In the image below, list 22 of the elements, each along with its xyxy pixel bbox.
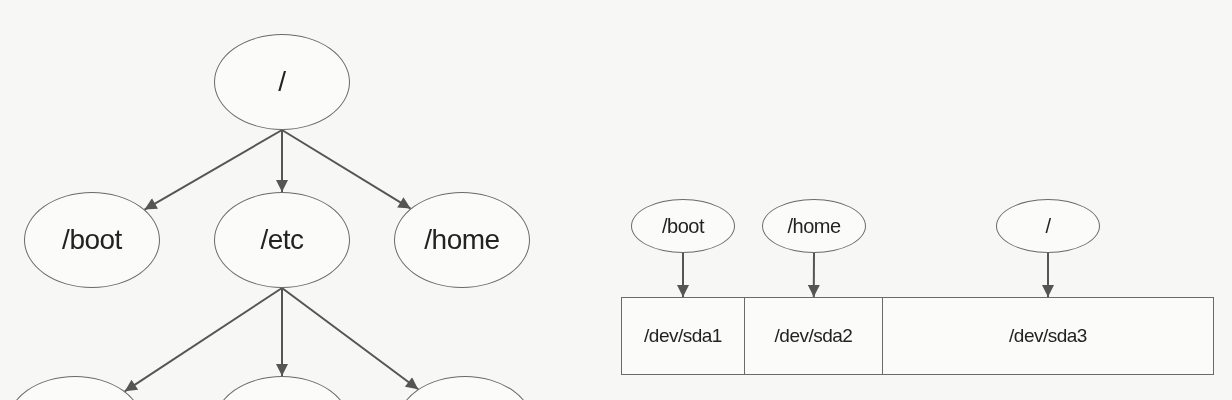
path-label: /home bbox=[424, 224, 500, 256]
path-label: / bbox=[1045, 214, 1051, 238]
path-label: /etc bbox=[260, 224, 304, 256]
partition-cell bbox=[882, 297, 1214, 375]
path-label: /boot bbox=[662, 214, 704, 238]
path-label: /dev/sda2 bbox=[774, 325, 853, 347]
arrow bbox=[281, 287, 420, 391]
arrow bbox=[123, 287, 283, 393]
arrow bbox=[143, 129, 283, 211]
path-label: / bbox=[278, 66, 286, 98]
arrow bbox=[281, 129, 412, 210]
arrow bbox=[276, 287, 288, 377]
path-label: /dev/sda1 bbox=[644, 325, 722, 347]
path-label: /home bbox=[787, 214, 841, 238]
arrow bbox=[677, 252, 689, 298]
arrow bbox=[807, 252, 820, 298]
path-label: /boot bbox=[62, 224, 122, 256]
arrow bbox=[1042, 252, 1054, 298]
arrow bbox=[276, 129, 288, 193]
path-label: /dev/sda3 bbox=[1009, 325, 1087, 347]
partition-cell bbox=[621, 297, 745, 375]
partition-cell bbox=[744, 297, 883, 375]
